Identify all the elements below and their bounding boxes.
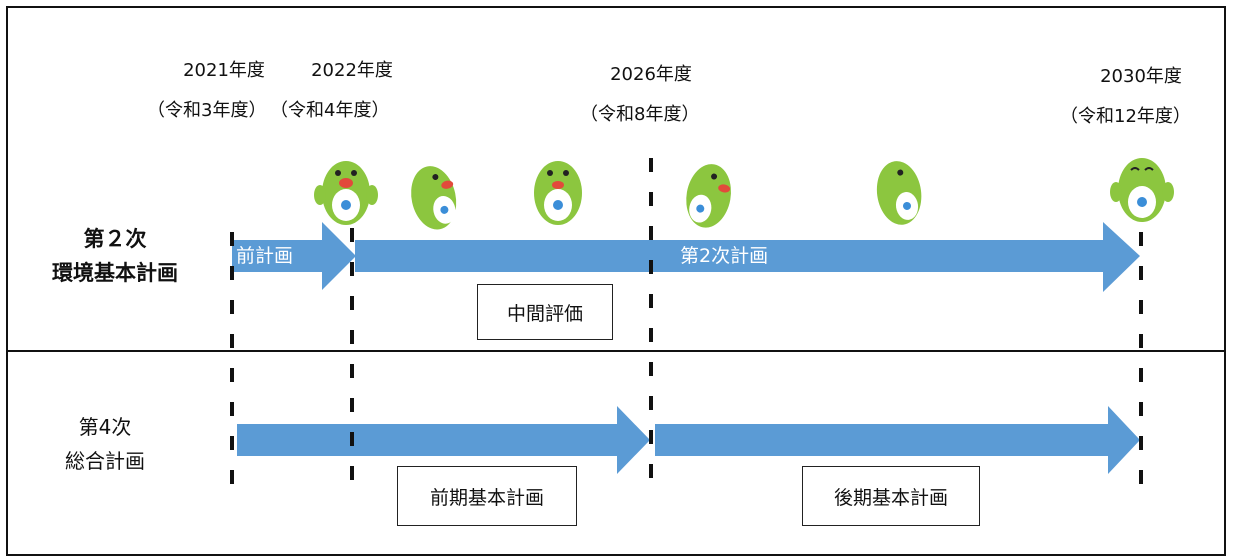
mascot-icon: [411, 166, 457, 230]
late-basic-plan-label: 後期基本計画: [833, 486, 948, 509]
late-plan-arrow: [655, 406, 1140, 474]
era-label-2026: （令和8年度）: [580, 104, 700, 125]
env-plan-title-line2: 環境基本計画: [52, 261, 178, 285]
diagram-frame: [6, 6, 1226, 556]
mascot-icon: [534, 161, 582, 225]
midterm-review-label: 中間評価: [506, 302, 583, 325]
comprehensive-plan-title-line1: 第4次: [78, 415, 132, 439]
second-plan-label: 第2次計画: [680, 245, 769, 267]
year-label-2030: 2030年度: [1100, 66, 1182, 87]
midterm-review-box: 中間評価: [477, 284, 613, 340]
early-basic-plan-box: 前期基本計画: [397, 466, 577, 526]
mascot-icon: [686, 164, 731, 228]
env-plan-title-line1: 第２次: [83, 227, 147, 251]
late-basic-plan-box: 後期基本計画: [802, 466, 980, 526]
era-label-2030: （令和12年度）: [1060, 106, 1191, 127]
early-plan-arrow: [237, 406, 650, 474]
second-plan-arrow: [355, 222, 1140, 292]
mascot-icon: [1110, 158, 1174, 222]
row-divider: [6, 350, 1226, 352]
comprehensive-plan-title-line2: 総合計画: [65, 449, 145, 473]
env-plan-title: 第２次 環境基本計画: [30, 222, 200, 290]
previous-plan-label: 前計画: [236, 245, 294, 267]
year-label-2021: 2021年度: [183, 60, 265, 81]
previous-plan-arrow: [232, 222, 356, 290]
comprehensive-plan-title: 第4次 総合計画: [30, 410, 180, 478]
era-label-2021: （令和3年度）: [147, 100, 267, 121]
early-basic-plan-label: 前期基本計画: [429, 486, 544, 509]
era-label-2022: （令和4年度）: [270, 100, 390, 121]
mascot-icon: [314, 161, 378, 225]
mascot-icon: [876, 161, 922, 225]
year-label-2026: 2026年度: [610, 64, 692, 85]
year-label-2022: 2022年度: [311, 60, 393, 81]
